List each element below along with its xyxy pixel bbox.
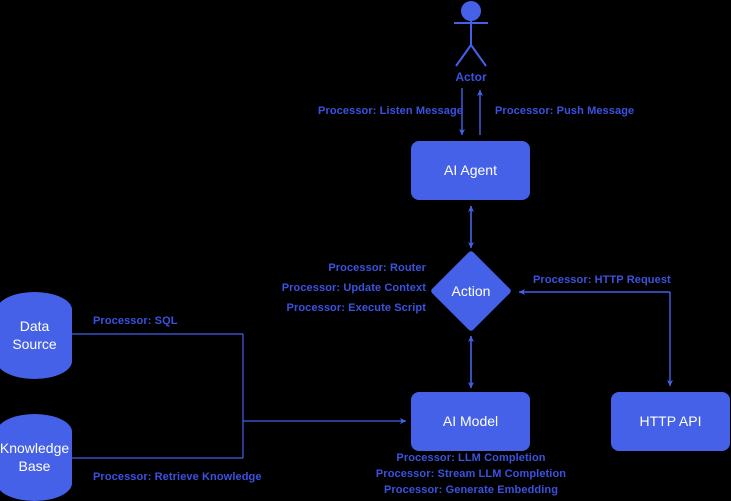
edge-label-retrieve-knowledge: Processor: Retrieve Knowledge: [93, 471, 262, 483]
edge-label-stream-llm-completion: Processor: Stream LLM Completion: [375, 468, 567, 480]
node-knowledge-base-label-line2: Base: [18, 457, 51, 474]
actor-label: Actor: [455, 70, 487, 84]
edge-junction-bus: [242, 334, 407, 458]
node-ai-model[interactable]: AI Model: [411, 392, 530, 451]
edge-label-update-context: Processor: Update Context: [281, 282, 426, 294]
actor-leg-left-icon: [455, 44, 472, 67]
edge-label-generate-embedding: Processor: Generate Embedding: [383, 484, 559, 496]
edge-label-sql: Processor: SQL: [93, 315, 178, 327]
edge-label-execute-script: Processor: Execute Script: [286, 302, 426, 314]
node-http-api-label: HTTP API: [639, 412, 702, 429]
edge-label-listen-message: Processor: Listen Message: [318, 105, 463, 117]
node-ai-agent-label: AI Agent: [444, 161, 497, 178]
node-ai-model-label: AI Model: [442, 412, 499, 429]
node-action[interactable]: Action: [429, 249, 513, 333]
edge-action-to-httpapi: [518, 289, 674, 387]
node-action-label: Action: [451, 283, 491, 299]
node-knowledge-base-label-line1: Knowledge: [0, 440, 70, 456]
actor-head-icon: [461, 1, 481, 21]
edge-label-http-request: Processor: HTTP Request: [533, 274, 671, 286]
node-http-api[interactable]: HTTP API: [611, 392, 730, 451]
node-ai-agent[interactable]: AI Agent: [411, 141, 530, 200]
edge-label-llm-completion: Processor: LLM Completion: [396, 452, 546, 464]
edge-label-router: Processor: Router: [328, 262, 426, 274]
node-data-source-label-line2: Source: [12, 335, 57, 352]
actor-figure: [454, 1, 488, 67]
edge-label-push-message: Processor: Push Message: [495, 105, 635, 117]
node-data-source-label-line1: Data: [19, 318, 50, 334]
node-knowledge-base[interactable]: Knowledge Base: [0, 414, 72, 501]
node-data-source[interactable]: Data Source: [0, 292, 72, 379]
actor-leg-right-icon: [470, 44, 487, 67]
